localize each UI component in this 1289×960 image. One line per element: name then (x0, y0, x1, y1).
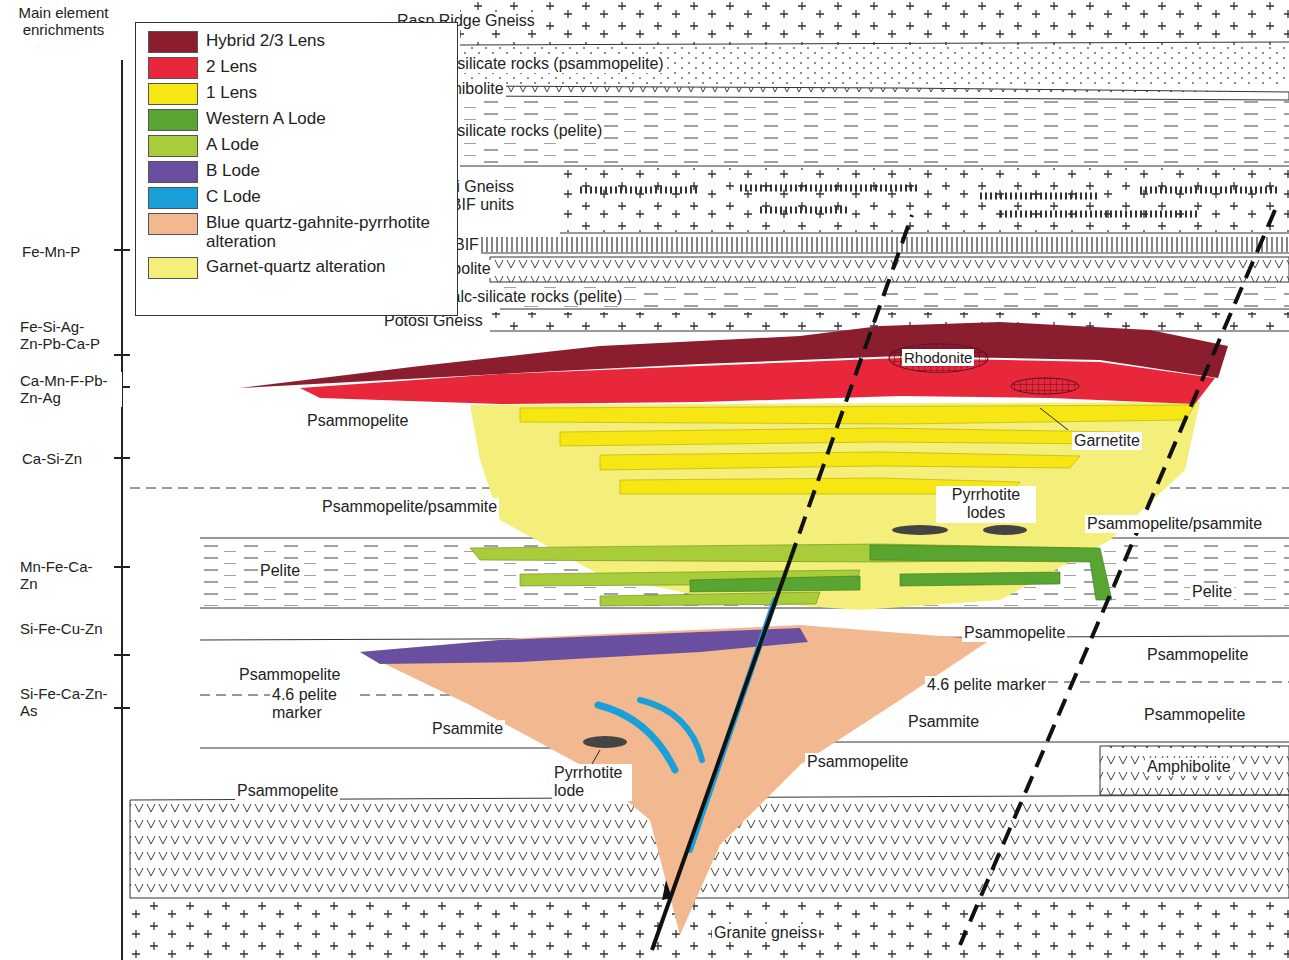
legend-text: Blue quartz-gahnite-pyrrhotite alteratio… (206, 213, 456, 251)
legend-box: Hybrid 2/3 Lens 2 Lens 1 LensWestern A Lod… (135, 22, 458, 316)
rock-label: Calc-silicate rocks (pelite) (438, 288, 624, 306)
legend-item: Western A Lode (148, 109, 456, 131)
rock-label: Pyrrhotite lodes (936, 486, 1036, 523)
rock-label: Psammopelite (237, 666, 342, 684)
legend-item: B Lode (148, 161, 456, 183)
rock-label: 4.6 pelite marker (270, 686, 356, 723)
rock-label: Garnetite (1072, 432, 1142, 450)
legend-text: A Lode (206, 135, 456, 154)
legend-text: Western A Lode (206, 109, 456, 128)
legend-text: Hybrid 2/3 Lens (206, 31, 456, 50)
rock-label: Psammopelite/psammite (1085, 515, 1264, 533)
rock-label: Psammite (906, 713, 981, 731)
element-enrichment: Mn-Fe-Ca-Zn (18, 558, 106, 593)
legend-swatch (148, 187, 198, 209)
legend-item: 1 Lens (148, 83, 456, 105)
legend-item: Blue quartz-gahnite-pyrrhotite alteratio… (148, 213, 456, 251)
legend-item: Garnet-quartz alteration (148, 257, 456, 279)
rock-label: Psammopelite (235, 782, 340, 800)
rhodonite-body: Rhodonite (888, 343, 989, 373)
legend-item: A Lode (148, 135, 456, 157)
element-enrichment: Ca-Mn-F-Pb-Zn-Ag (18, 372, 122, 407)
element-enrichment: Fe-Si-Ag-Zn-Pb-Ca-P (18, 318, 106, 353)
rock-label: Psammopelite (805, 753, 910, 771)
rock-label: 4.6 pelite marker (925, 676, 1048, 694)
rock-label: Pelite (258, 562, 302, 580)
rock-label: Psammopelite (1142, 706, 1247, 724)
legend-text: B Lode (206, 161, 456, 180)
legend-item: C Lode (148, 187, 456, 209)
element-enrichment: Si-Fe-Ca-Zn-As (18, 685, 112, 720)
rock-label: Psammopelite (962, 624, 1067, 642)
legend-swatch (148, 31, 198, 53)
legend-item: 2 Lens (148, 57, 456, 79)
legend-text: 2 Lens (206, 57, 456, 76)
rock-label: Psammite (430, 720, 505, 738)
rock-label: Pelite (1190, 583, 1234, 601)
legend-swatch (148, 257, 198, 279)
legend-text: C Lode (206, 187, 456, 206)
legend-item: Hybrid 2/3 Lens (148, 31, 456, 53)
element-enrichment: Main element enrichments (4, 4, 123, 39)
rock-label: Psammopelite (1145, 646, 1250, 664)
rock-label: Amphibolite (1145, 758, 1233, 776)
legend-text: Garnet-quartz alteration (206, 257, 456, 276)
legend-swatch (148, 83, 198, 105)
rock-label: Pyrrhotite lode (552, 764, 632, 801)
rock-label: Psammopelite (305, 412, 410, 430)
element-enrichment: Si-Fe-Cu-Zn (18, 620, 106, 637)
legend-swatch (148, 135, 198, 157)
element-enrichment: Fe-Mn-P (20, 243, 82, 260)
legend-swatch (148, 161, 198, 183)
legend-swatch (148, 109, 198, 131)
legend-swatch (148, 57, 198, 79)
legend-swatch (148, 213, 198, 235)
element-enrichment: Ca-Si-Zn (20, 450, 84, 467)
legend-text: 1 Lens (206, 83, 456, 102)
rock-label: Rhodonite (902, 349, 974, 366)
rock-label: Psammopelite/psammite (320, 498, 499, 516)
rock-label: Granite gneiss (712, 924, 819, 942)
